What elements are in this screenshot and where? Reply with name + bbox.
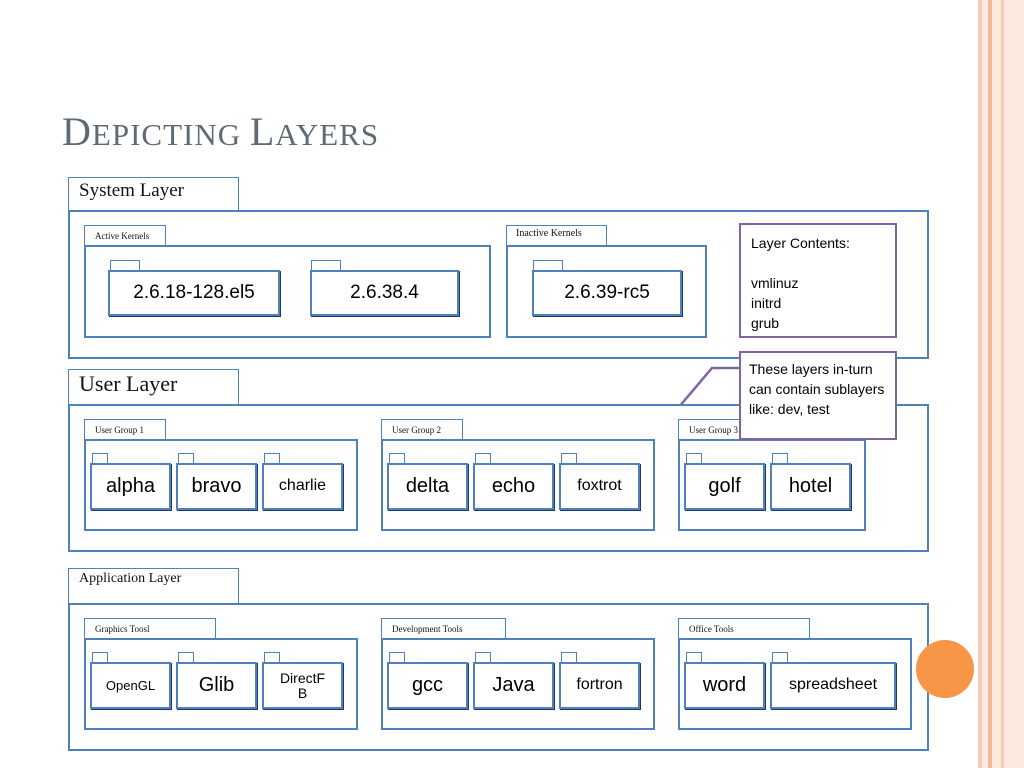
kernel-node: 2.6.38.4 xyxy=(310,270,459,316)
folder-tab xyxy=(533,260,563,270)
user-node: foxtrot xyxy=(559,463,640,510)
user-group-2-tab: User Group 2 xyxy=(381,419,463,440)
decor-orange-circle xyxy=(916,640,974,698)
slide-title: DEPICTING LAYERS xyxy=(62,109,380,154)
user-node: echo xyxy=(473,463,554,510)
folder-tab xyxy=(561,453,577,463)
office-tools-tab: Office Tools xyxy=(678,618,810,639)
folder-tab xyxy=(389,652,405,662)
app-node: OpenGL xyxy=(90,662,171,709)
folder-tab xyxy=(686,453,702,463)
user-node: bravo xyxy=(176,463,257,510)
system-layer-tab: System Layer xyxy=(68,177,239,211)
decor-stripe-4 xyxy=(992,0,1001,768)
app-node: DirectFB xyxy=(262,662,343,709)
folder-tab xyxy=(110,260,140,270)
folder-tab xyxy=(92,652,108,662)
decor-stripe-1 xyxy=(978,0,982,768)
decor-stripe-3 xyxy=(988,0,992,768)
app-node: spreadsheet xyxy=(770,662,896,709)
decor-stripe-5 xyxy=(1001,0,1004,768)
kernel-node: 2.6.18-128.el5 xyxy=(108,270,280,316)
folder-tab xyxy=(389,453,405,463)
folder-tab xyxy=(178,453,194,463)
user-layer-tab: User Layer xyxy=(68,369,239,405)
folder-tab xyxy=(475,453,491,463)
folder-tab xyxy=(686,652,702,662)
folder-tab xyxy=(178,652,194,662)
development-tools-tab: Development Tools xyxy=(381,618,506,639)
kernel-node: 2.6.39-rc5 xyxy=(532,270,682,316)
decor-stripe-6 xyxy=(1004,0,1024,768)
app-node: Java xyxy=(473,662,554,709)
user-node: charlie xyxy=(262,463,343,510)
app-node: Glib xyxy=(176,662,257,709)
user-node: golf xyxy=(684,463,765,510)
app-node: gcc xyxy=(387,662,468,709)
application-layer-tab: Application Layer xyxy=(68,568,239,604)
layer-contents-callout: Layer Contents: vmlinuz initrd grub xyxy=(739,223,897,338)
folder-tab xyxy=(264,652,280,662)
inactive-kernels-tab: Inactive Kernels xyxy=(506,225,607,246)
user-node: delta xyxy=(387,463,468,510)
folder-tab xyxy=(311,260,341,270)
user-group-1-tab: User Group 1 xyxy=(84,419,166,440)
app-node: fortron xyxy=(559,662,640,709)
folder-tab xyxy=(264,453,280,463)
folder-tab xyxy=(561,652,577,662)
user-node: hotel xyxy=(770,463,851,510)
decor-stripe-2 xyxy=(982,0,988,768)
folder-tab xyxy=(92,453,108,463)
sublayers-callout: These layers in-turn can contain sublaye… xyxy=(739,351,897,440)
folder-tab xyxy=(475,652,491,662)
folder-tab xyxy=(772,453,788,463)
active-kernels-tab: Active Kernels xyxy=(84,225,166,246)
graphics-tools-tab: Graphics Toosl xyxy=(84,618,216,639)
app-node: word xyxy=(684,662,765,709)
folder-tab xyxy=(772,652,788,662)
user-node: alpha xyxy=(90,463,171,510)
